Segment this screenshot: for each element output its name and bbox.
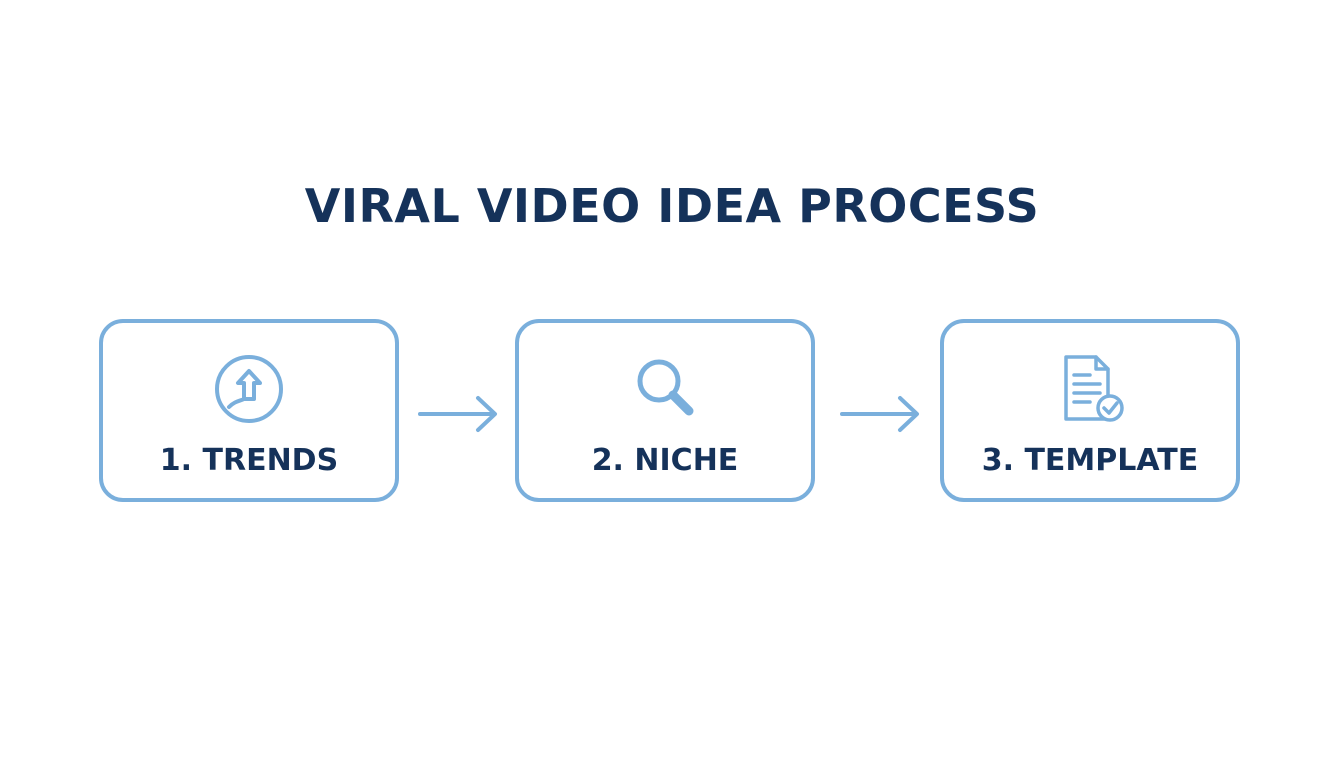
magnifying-glass-icon xyxy=(627,351,703,427)
step-template-box: 3. TEMPLATE xyxy=(940,319,1240,502)
trending-up-circle-icon xyxy=(211,351,287,427)
right-arrow-icon xyxy=(838,394,922,434)
step-niche-box: 2. NICHE xyxy=(515,319,815,502)
diagram-title: VIRAL VIDEO IDEA PROCESS xyxy=(304,179,1040,233)
right-arrow-icon xyxy=(416,394,500,434)
step-trends-box: 1. TRENDS xyxy=(99,319,399,502)
document-check-icon xyxy=(1052,351,1128,427)
step-label: 1. TRENDS xyxy=(159,443,339,478)
step-label: 2. NICHE xyxy=(591,443,739,478)
step-label: 3. TEMPLATE xyxy=(981,443,1199,478)
